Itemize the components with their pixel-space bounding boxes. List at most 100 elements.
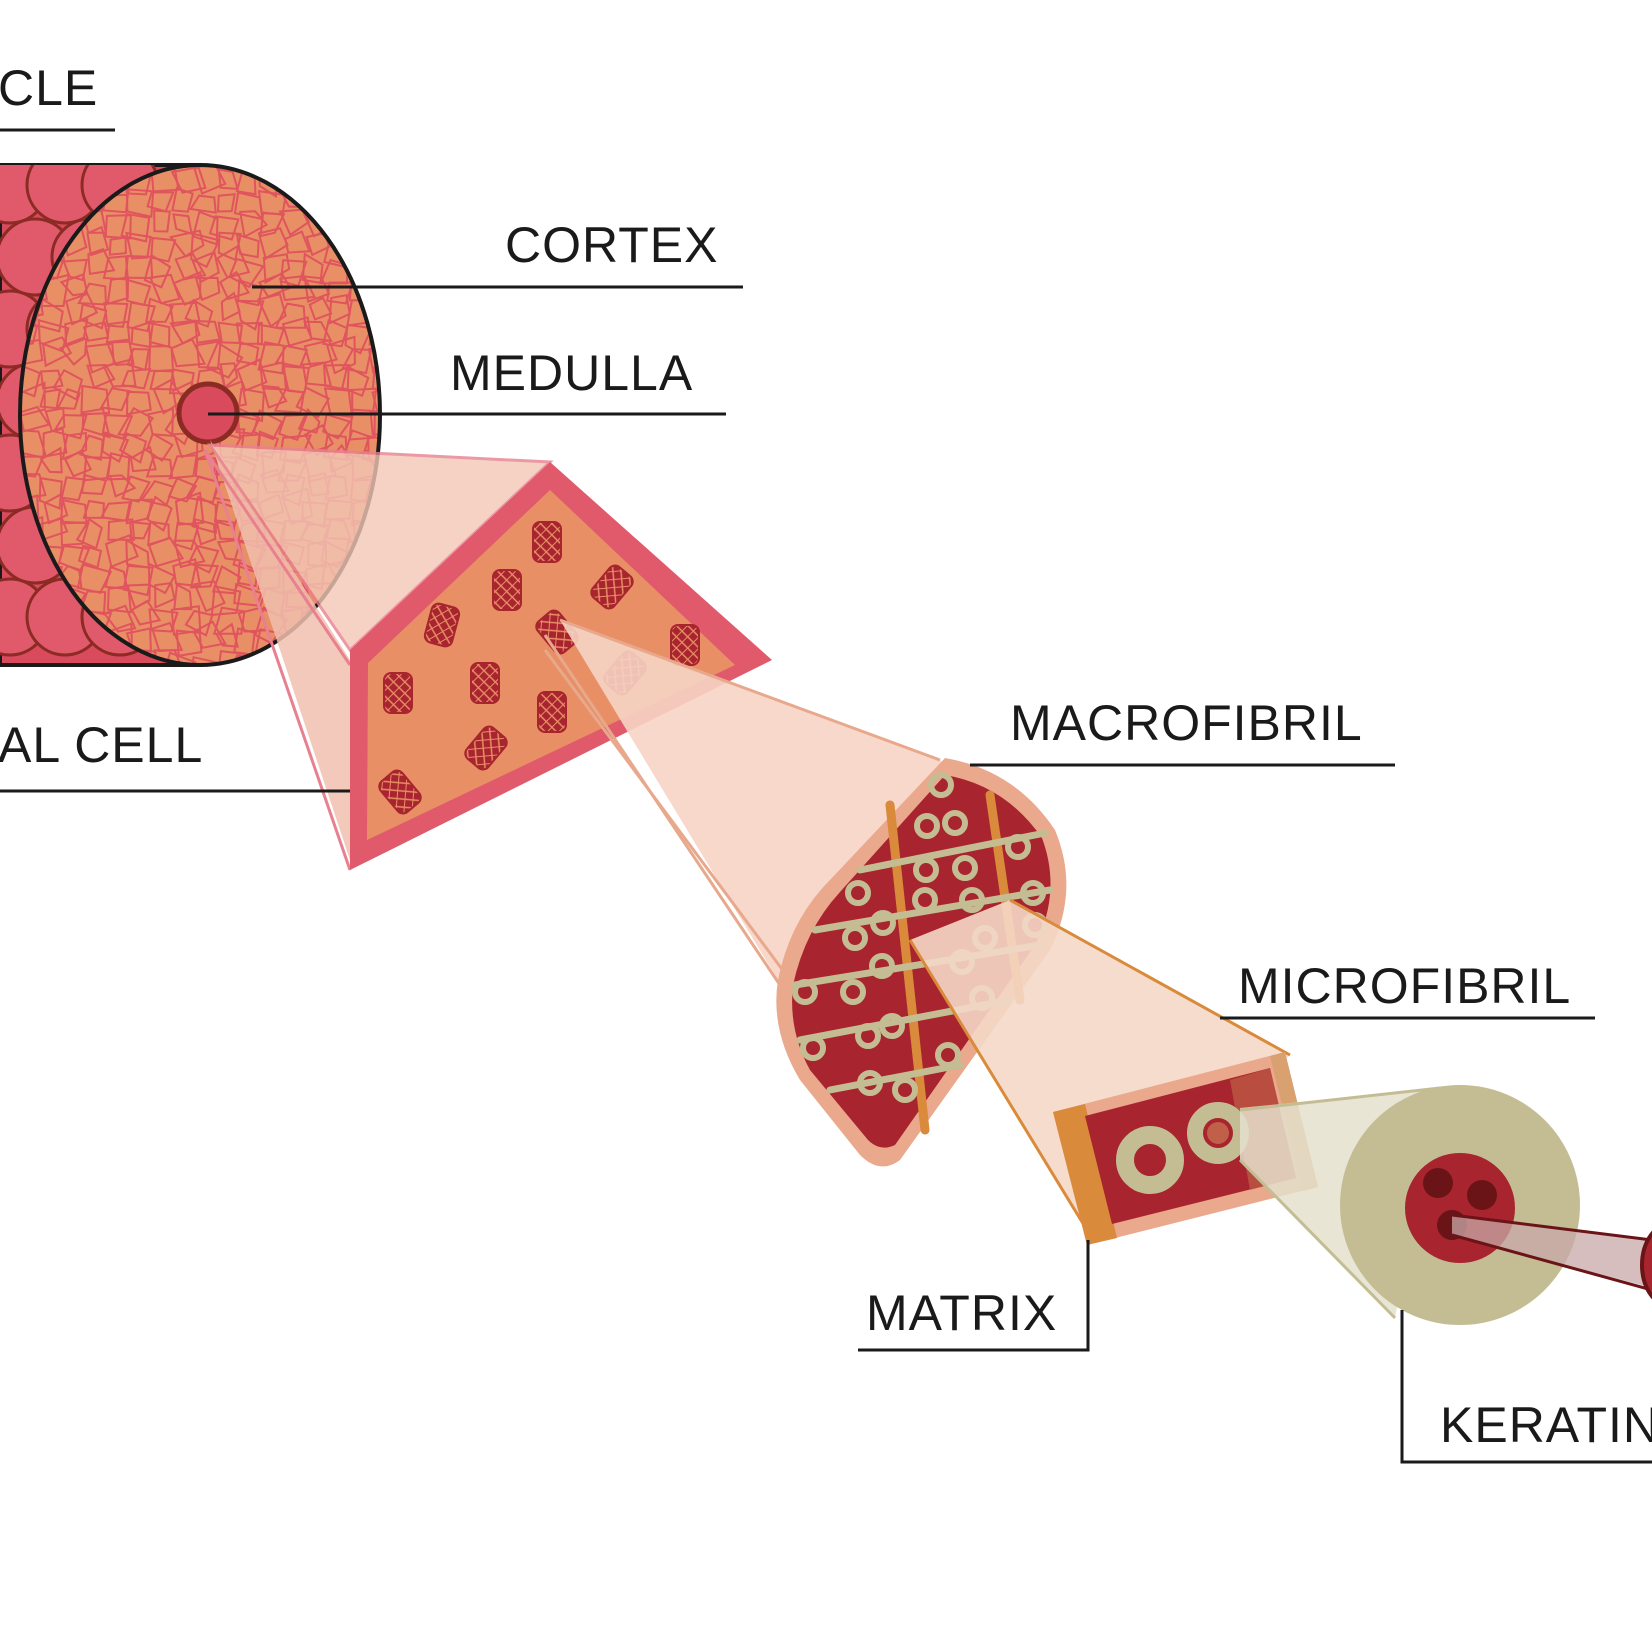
microfibril-ring bbox=[800, 1035, 826, 1061]
cortex-cell bbox=[208, 215, 240, 241]
label-cortical-cell: AL CELL bbox=[0, 717, 350, 793]
cortex-cell bbox=[58, 337, 88, 366]
label-cortical-cell-text: AL CELL bbox=[0, 717, 203, 773]
cortex-cell bbox=[104, 565, 129, 591]
cortex-cell bbox=[297, 407, 321, 434]
cortex-cell bbox=[129, 445, 157, 473]
cortex-cell bbox=[187, 544, 220, 574]
microfibril-ring bbox=[1020, 880, 1046, 906]
cortex-cell bbox=[346, 214, 370, 240]
cortex-cell bbox=[87, 247, 116, 276]
cortex-cell bbox=[252, 409, 284, 441]
beam-edge bbox=[1238, 1158, 1397, 1320]
cortex-cell bbox=[43, 492, 69, 525]
microfibril-ring bbox=[870, 910, 896, 936]
cortex-cell bbox=[236, 387, 265, 423]
cortex-cell bbox=[103, 604, 137, 633]
cortex-cell bbox=[173, 539, 206, 569]
cortex-cell bbox=[191, 495, 217, 534]
cortex-cell bbox=[145, 297, 174, 323]
macrofibril-bundle bbox=[423, 602, 461, 648]
keratin-strand bbox=[1467, 1180, 1497, 1210]
microfibril-ring bbox=[845, 880, 871, 906]
microfibril bbox=[1053, 1052, 1318, 1245]
cortex-cell bbox=[367, 251, 380, 274]
microfibril-ring bbox=[952, 855, 978, 881]
cortex-cell bbox=[130, 599, 162, 626]
cortex-cell bbox=[280, 165, 311, 188]
macrofibril-bundle bbox=[537, 691, 567, 733]
beam-edge bbox=[543, 649, 792, 981]
cortex-cell bbox=[212, 606, 246, 635]
microfibril-ring bbox=[892, 1077, 918, 1103]
label-microfibril-text: MICROFIBRIL bbox=[1238, 958, 1571, 1014]
cortex-cell bbox=[193, 517, 217, 546]
cortex-cell bbox=[210, 585, 242, 616]
cortex-cell bbox=[169, 319, 201, 345]
cortex-cell bbox=[218, 270, 251, 301]
cortex-cell bbox=[172, 270, 202, 306]
cortex-cell bbox=[373, 269, 380, 300]
cortex-cell bbox=[121, 367, 152, 390]
keratin-strand bbox=[1423, 1168, 1453, 1198]
cortex-cell bbox=[99, 387, 132, 412]
cortex-cell bbox=[168, 454, 198, 480]
cortex-cell bbox=[330, 204, 355, 241]
cortex-cell bbox=[371, 384, 380, 416]
cortex-cell bbox=[172, 213, 193, 236]
cortex-cell bbox=[326, 281, 355, 305]
cortex-cell bbox=[367, 167, 380, 197]
cortex-cell bbox=[56, 387, 81, 410]
cortex-cell bbox=[122, 564, 154, 597]
cortex-cell bbox=[116, 406, 155, 437]
cortex-cell bbox=[194, 319, 221, 344]
cortex-cell bbox=[369, 204, 380, 240]
microfibril-ring bbox=[855, 1023, 881, 1049]
cortex-cell bbox=[105, 340, 135, 367]
cortex-cell bbox=[103, 302, 129, 328]
cortex-cell bbox=[262, 253, 291, 285]
cortex-cell bbox=[341, 364, 370, 398]
microfibril-ring bbox=[857, 1070, 883, 1096]
cortex-cell bbox=[346, 165, 375, 193]
cortex-cell bbox=[228, 257, 265, 289]
zoom-beam-microfibril bbox=[910, 900, 1290, 1235]
cortex-cell bbox=[64, 318, 89, 346]
beam-edge bbox=[559, 618, 941, 762]
cortex-cell bbox=[190, 232, 221, 269]
cortex-cell bbox=[217, 649, 241, 665]
cortex-cell bbox=[153, 649, 183, 665]
cortex-cell bbox=[235, 341, 260, 366]
cortex-cell bbox=[257, 341, 285, 375]
cortex-cell bbox=[237, 278, 264, 307]
cortex-cell bbox=[121, 475, 151, 503]
cortex-cell bbox=[38, 476, 63, 510]
keratin-cross-section bbox=[1340, 1085, 1580, 1325]
beam-edge bbox=[908, 939, 1092, 1236]
macrofibril-bundle bbox=[464, 725, 508, 771]
macrofibril-bundle bbox=[590, 564, 634, 610]
label-macrofibril: MACROFIBRIL bbox=[970, 695, 1395, 767]
cortex-cell bbox=[170, 605, 202, 636]
cortex-cell bbox=[118, 432, 148, 464]
cortex-cell bbox=[61, 431, 88, 461]
cortex-cell bbox=[347, 187, 370, 214]
cortex-cell bbox=[367, 231, 380, 254]
cortex-cell bbox=[344, 323, 374, 355]
cortex-cell bbox=[194, 276, 221, 302]
cortex-cell bbox=[125, 188, 155, 218]
keratin-strand-end bbox=[1640, 1230, 1652, 1300]
cortex-cell bbox=[196, 339, 222, 369]
macrofibril bbox=[776, 758, 1067, 1167]
cortex-cell bbox=[205, 341, 244, 379]
cortex-cell bbox=[126, 301, 156, 333]
leader-line bbox=[858, 1240, 1090, 1352]
cortex-cell bbox=[371, 365, 380, 392]
cortex-cell bbox=[44, 407, 66, 433]
microfibril-ring bbox=[840, 979, 866, 1005]
cortex-cell bbox=[75, 517, 103, 550]
cortex-cell bbox=[191, 250, 220, 284]
cortex-cell bbox=[185, 475, 222, 504]
cortical-cell-body bbox=[367, 490, 735, 840]
